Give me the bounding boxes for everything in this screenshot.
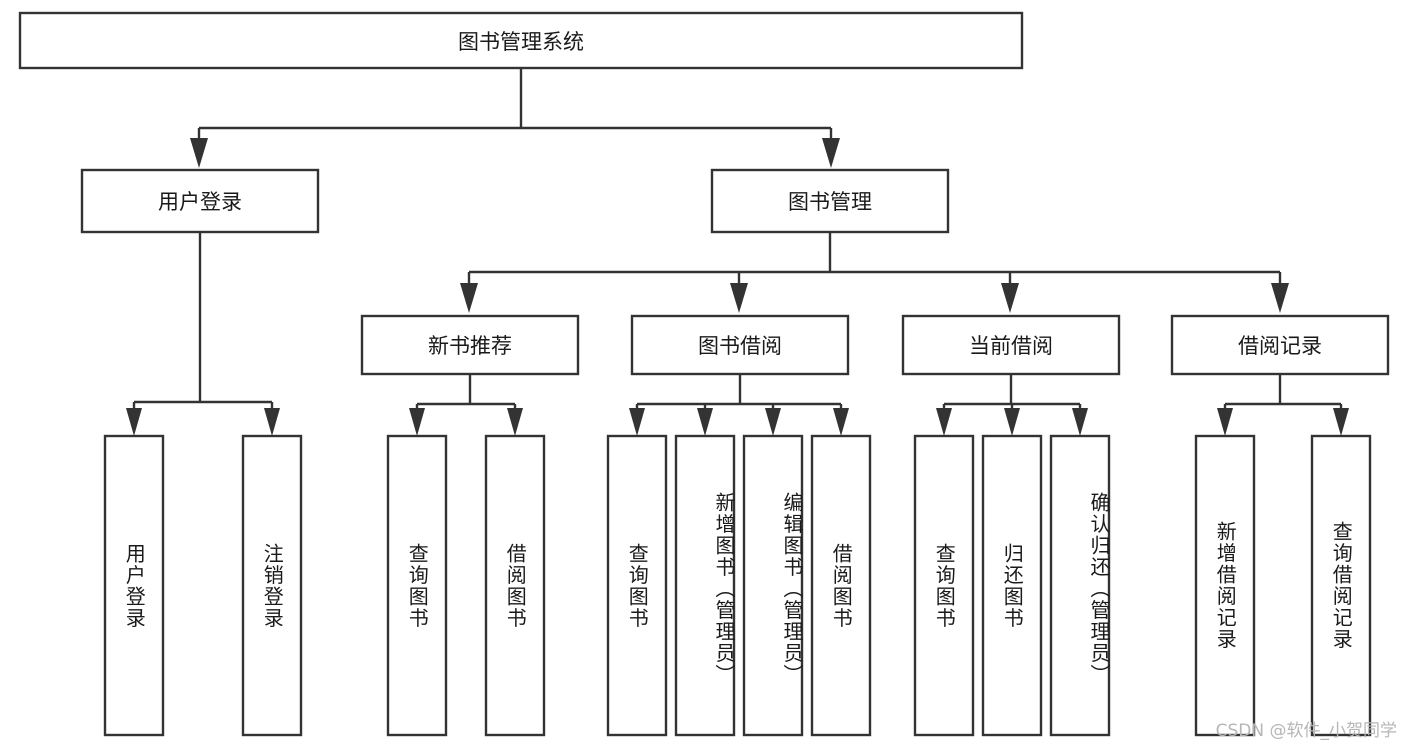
node-book-borrow[interactable] xyxy=(630,314,850,376)
node-book-management[interactable] xyxy=(710,168,950,234)
leaf-cb-return-book[interactable] xyxy=(981,434,1043,737)
node-current-borrow[interactable] xyxy=(901,314,1121,376)
node-book-management-label: 图书管理 xyxy=(788,190,872,214)
leaf-cb-query-book[interactable] xyxy=(913,434,975,737)
leaf-logout-login[interactable] xyxy=(241,434,303,737)
node-book-borrow-label: 图书借阅 xyxy=(698,334,782,358)
node-root-label: 图书管理系统 xyxy=(458,30,584,54)
node-borrow-record-label: 借阅记录 xyxy=(1238,334,1322,358)
node-new-book-recommend[interactable] xyxy=(360,314,580,376)
arrowhead-book-borrow xyxy=(730,283,748,313)
arrowhead-bb-leaf-3 xyxy=(765,408,781,436)
arrowhead-cb-leaf-2 xyxy=(1004,408,1020,436)
leaf-bb-add-book-admin[interactable] xyxy=(674,434,736,737)
leaf-nbr-query-book[interactable] xyxy=(386,434,448,737)
arrowhead-cb-leaf-1 xyxy=(936,408,952,436)
arrowhead-user-login xyxy=(190,138,208,168)
arrowhead-br-leaf-2 xyxy=(1333,408,1349,436)
node-user-login-label: 用户登录 xyxy=(158,190,242,214)
leaf-bb-borrow-book[interactable] xyxy=(810,434,872,737)
arrowhead-bb-leaf-1 xyxy=(629,408,645,436)
node-new-book-recommend-label: 新书推荐 xyxy=(428,334,512,358)
arrowhead-current-borrow xyxy=(1001,283,1019,313)
leaf-nbr-borrow-book[interactable] xyxy=(484,434,546,737)
arrowhead-leaf-user-login xyxy=(126,408,142,436)
arrowhead-nbr-leaf-2 xyxy=(507,408,523,436)
arrowhead-nbr-leaf-1 xyxy=(409,408,425,436)
leaf-br-query-record[interactable] xyxy=(1310,434,1372,737)
leaf-br-add-record[interactable] xyxy=(1194,434,1256,737)
arrowhead-br-leaf-1 xyxy=(1217,408,1233,436)
arrowhead-bb-leaf-2 xyxy=(697,408,713,436)
leaf-user-login[interactable] xyxy=(103,434,165,737)
leaf-bb-edit-book-admin[interactable] xyxy=(742,434,804,737)
arrowhead-new-book-recommend xyxy=(460,283,478,313)
arrowhead-cb-leaf-3 xyxy=(1072,408,1088,436)
node-current-borrow-label: 当前借阅 xyxy=(969,334,1053,358)
arrowhead-book-management xyxy=(822,138,840,168)
arrowhead-bb-leaf-4 xyxy=(833,408,849,436)
node-borrow-record[interactable] xyxy=(1170,314,1390,376)
arrowhead-leaf-logout xyxy=(264,408,280,436)
node-root-book-management-system[interactable] xyxy=(18,11,1024,70)
arrowhead-borrow-record xyxy=(1271,283,1289,313)
leaf-bb-query-book[interactable] xyxy=(606,434,668,737)
leaf-cb-confirm-return-admin[interactable] xyxy=(1049,434,1111,737)
